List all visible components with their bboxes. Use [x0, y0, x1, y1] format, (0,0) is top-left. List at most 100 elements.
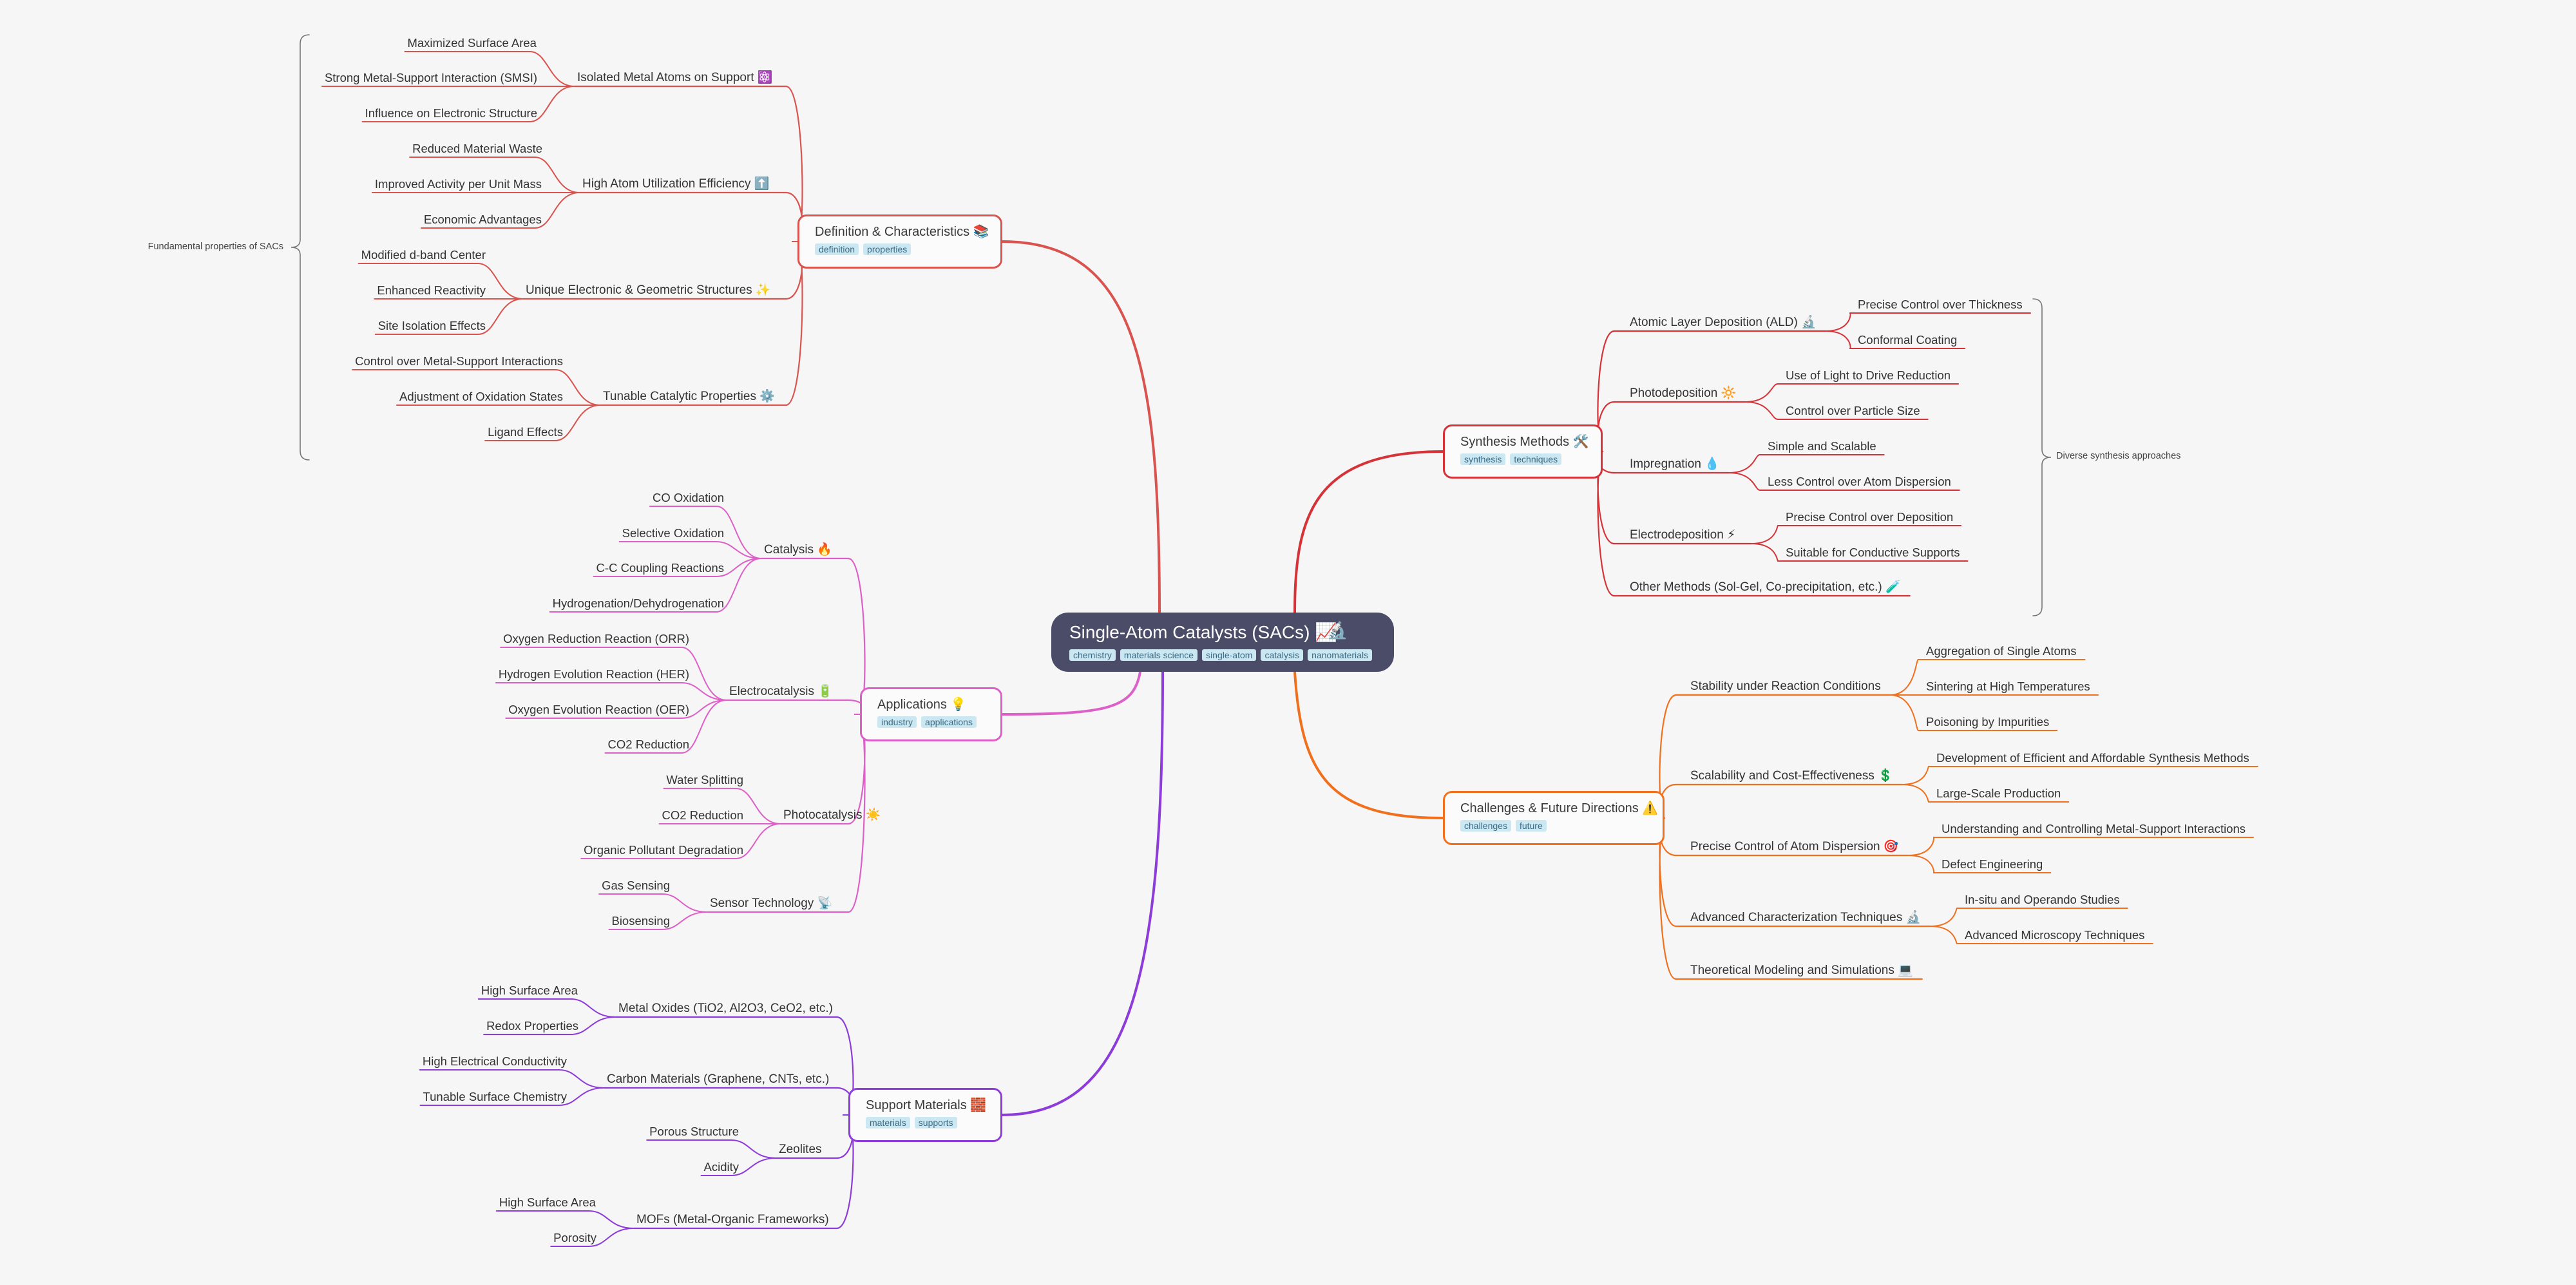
applications-leaf[interactable]: Organic Pollutant Degradation — [584, 843, 743, 857]
applications-leaf[interactable]: CO2 Reduction — [607, 738, 689, 751]
applications-leaf[interactable]: Oxygen Evolution Reaction (OER) — [508, 703, 689, 716]
branch-synthesis-node[interactable]: Synthesis Methods 🛠️ synthesis technique… — [1443, 424, 1603, 479]
definition-leaf[interactable]: Ligand Effects — [488, 425, 563, 439]
applications-leaf[interactable]: Selective Oxidation — [622, 526, 724, 540]
applications-leaf[interactable]: CO2 Reduction — [662, 808, 743, 822]
support-topic[interactable]: Zeolites — [779, 1143, 822, 1156]
branch-definition-node[interactable]: Definition & Characteristics 📚 definitio… — [797, 214, 1002, 269]
applications-topic[interactable]: Electrocatalysis 🔋 — [729, 685, 833, 698]
applications-topic[interactable]: Sensor Technology 📡 — [710, 897, 833, 910]
challenges-leaf[interactable]: Aggregation of Single Atoms — [1926, 644, 2077, 658]
applications-leaf[interactable]: Hydrogenation/Dehydrogenation — [552, 596, 724, 610]
support-topic[interactable]: Metal Oxides (TiO2, Al2O3, CeO2, etc.) — [618, 1002, 833, 1015]
definition-leaf[interactable]: Modified d-band Center — [361, 248, 486, 262]
applications-leaf[interactable]: C-C Coupling Reactions — [596, 561, 724, 575]
tag: definition — [815, 243, 859, 255]
synthesis-leaf[interactable]: Simple and Scalable — [1768, 439, 1876, 453]
applications-leaf[interactable]: Water Splitting — [666, 773, 743, 786]
connector-line — [558, 1087, 605, 1106]
challenges-topic[interactable]: Advanced Characterization Techniques 🔬 — [1690, 911, 1922, 924]
synthesis-leaf[interactable]: Conformal Coating — [1858, 333, 1958, 347]
definition-topic[interactable]: Unique Electronic & Geometric Structures… — [526, 283, 771, 297]
branch-support-node[interactable]: Support Materials 🧱 materials supports — [848, 1088, 1002, 1142]
support-topic[interactable]: Carbon Materials (Graphene, CNTs, etc.) — [607, 1072, 830, 1086]
connector-line — [1728, 472, 1760, 491]
applications-leaf[interactable]: Hydrogen Evolution Reaction (HER) — [498, 667, 689, 681]
support-topic[interactable]: MOFs (Metal-Organic Frameworks) — [636, 1213, 829, 1226]
definition-leaf[interactable]: Maximized Surface Area — [407, 36, 537, 50]
definition-leaf[interactable]: Control over Metal-Support Interactions — [355, 354, 563, 368]
synthesis-leaf[interactable]: Precise Control over Thickness — [1858, 298, 2023, 311]
applications-leaf[interactable]: Oxygen Reduction Reaction (ORR) — [503, 632, 689, 645]
definition-leaf[interactable]: Strong Metal-Support Interaction (SMSI) — [324, 71, 537, 84]
summary-note: Fundamental properties of SACs — [148, 242, 283, 252]
connector-line — [735, 788, 781, 824]
connector-line — [570, 998, 616, 1018]
synthesis-topic[interactable]: Photodeposition 🔆 — [1630, 386, 1737, 400]
synthesis-topic[interactable]: Atomic Layer Deposition (ALD) 🔬 — [1630, 316, 1817, 329]
challenges-leaf[interactable]: Defect Engineering — [1942, 857, 2043, 871]
branch-tags: materials supports — [866, 1117, 957, 1128]
definition-leaf[interactable]: Adjustment of Oxidation States — [399, 390, 563, 403]
definition-leaf[interactable]: Economic Advantages — [423, 213, 542, 226]
connector-line — [1750, 543, 1779, 562]
challenges-leaf[interactable]: Understanding and Controlling Metal-Supp… — [1942, 822, 2246, 835]
support-leaf[interactable]: Porosity — [553, 1231, 596, 1244]
challenges-leaf[interactable]: Sintering at High Temperatures — [1926, 680, 2090, 693]
challenges-leaf[interactable]: Large-Scale Production — [1936, 786, 2061, 800]
definition-topic[interactable]: Tunable Catalytic Properties ⚙️ — [603, 390, 775, 403]
definition-topic[interactable]: Isolated Metal Atoms on Support ⚛️ — [577, 71, 773, 84]
challenges-topic[interactable]: Scalability and Cost-Effectiveness 💲 — [1690, 769, 1893, 783]
challenges-leaf[interactable]: Poisoning by Impurities — [1926, 715, 2050, 728]
synthesis-leaf[interactable]: Suitable for Conductive Supports — [1786, 546, 1960, 559]
definition-leaf[interactable]: Improved Activity per Unit Mass — [374, 177, 542, 191]
support-leaf[interactable]: Porous Structure — [649, 1125, 739, 1138]
applications-leaf[interactable]: Gas Sensing — [602, 879, 670, 892]
connector-line — [1901, 784, 1929, 803]
connector-line — [1293, 671, 1444, 819]
connector-line — [1744, 383, 1779, 403]
root-title: Single-Atom Catalysts (SACs) 📈 — [1069, 622, 1338, 642]
applications-leaf[interactable]: Biosensing — [611, 914, 670, 928]
branch-tags: definition properties — [815, 243, 911, 255]
synthesis-leaf[interactable]: Control over Particle Size — [1786, 404, 1920, 417]
support-leaf[interactable]: High Electrical Conductivity — [422, 1054, 567, 1068]
connector-line — [1744, 401, 1779, 420]
synthesis-topic[interactable]: Electrodeposition ⚡ — [1630, 528, 1736, 542]
support-leaf[interactable]: High Surface Area — [481, 984, 578, 997]
support-leaf[interactable]: High Surface Area — [499, 1195, 596, 1209]
challenges-leaf[interactable]: In-situ and Operando Studies — [1965, 893, 2120, 906]
definition-leaf[interactable]: Reduced Material Waste — [412, 142, 542, 155]
synthesis-topic[interactable]: Impregnation 💧 — [1630, 457, 1720, 471]
support-leaf[interactable]: Redox Properties — [486, 1019, 578, 1033]
synthesis-leaf[interactable]: Precise Control over Deposition — [1786, 510, 1954, 524]
support-leaf[interactable]: Tunable Surface Chemistry — [423, 1090, 567, 1103]
challenges-topic[interactable]: Stability under Reaction Conditions — [1690, 680, 1881, 693]
support-leaf[interactable]: Acidity — [703, 1160, 739, 1174]
challenges-topic[interactable]: Precise Control of Atom Dispersion 🎯 — [1690, 840, 1899, 853]
connector-line — [681, 700, 727, 719]
synthesis-leaf[interactable]: Use of Light to Drive Reduction — [1786, 368, 1951, 382]
connector-line — [529, 86, 575, 122]
branch-challenges-node[interactable]: Challenges & Future Directions ⚠️ challe… — [1443, 791, 1665, 845]
definition-leaf[interactable]: Site Isolation Effects — [377, 319, 486, 332]
challenges-leaf[interactable]: Development of Efficient and Affordable … — [1936, 751, 2249, 765]
connector-line — [681, 647, 727, 701]
challenges-leaf[interactable]: Advanced Microscopy Techniques — [1965, 928, 2145, 942]
definition-leaf[interactable]: Influence on Electronic Structure — [365, 106, 537, 120]
branch-applications-node[interactable]: Applications 💡 industry applications — [860, 687, 1002, 741]
definition-topic[interactable]: High Atom Utilization Efficiency ⬆️ — [582, 177, 770, 191]
applications-topic[interactable]: Photocatalysis ☀️ — [783, 808, 881, 822]
tag: properties — [863, 243, 911, 255]
synthesis-leaf[interactable]: Less Control over Atom Dispersion — [1768, 475, 1951, 488]
connector-line — [588, 1210, 634, 1229]
connector-line — [1929, 926, 1958, 944]
applications-topic[interactable]: Catalysis 🔥 — [764, 543, 833, 557]
tag: applications — [921, 716, 977, 728]
definition-leaf[interactable]: Enhanced Reactivity — [377, 283, 486, 297]
applications-leaf[interactable]: CO Oxidation — [652, 491, 724, 504]
challenges-topic[interactable]: Theoretical Modeling and Simulations 💻 — [1690, 964, 1913, 977]
root-node[interactable]: Single-Atom Catalysts (SACs) 📈 🔬 chemist… — [1051, 613, 1394, 672]
synthesis-topic[interactable]: Other Methods (Sol-Gel, Co-precipitation… — [1630, 580, 1901, 594]
